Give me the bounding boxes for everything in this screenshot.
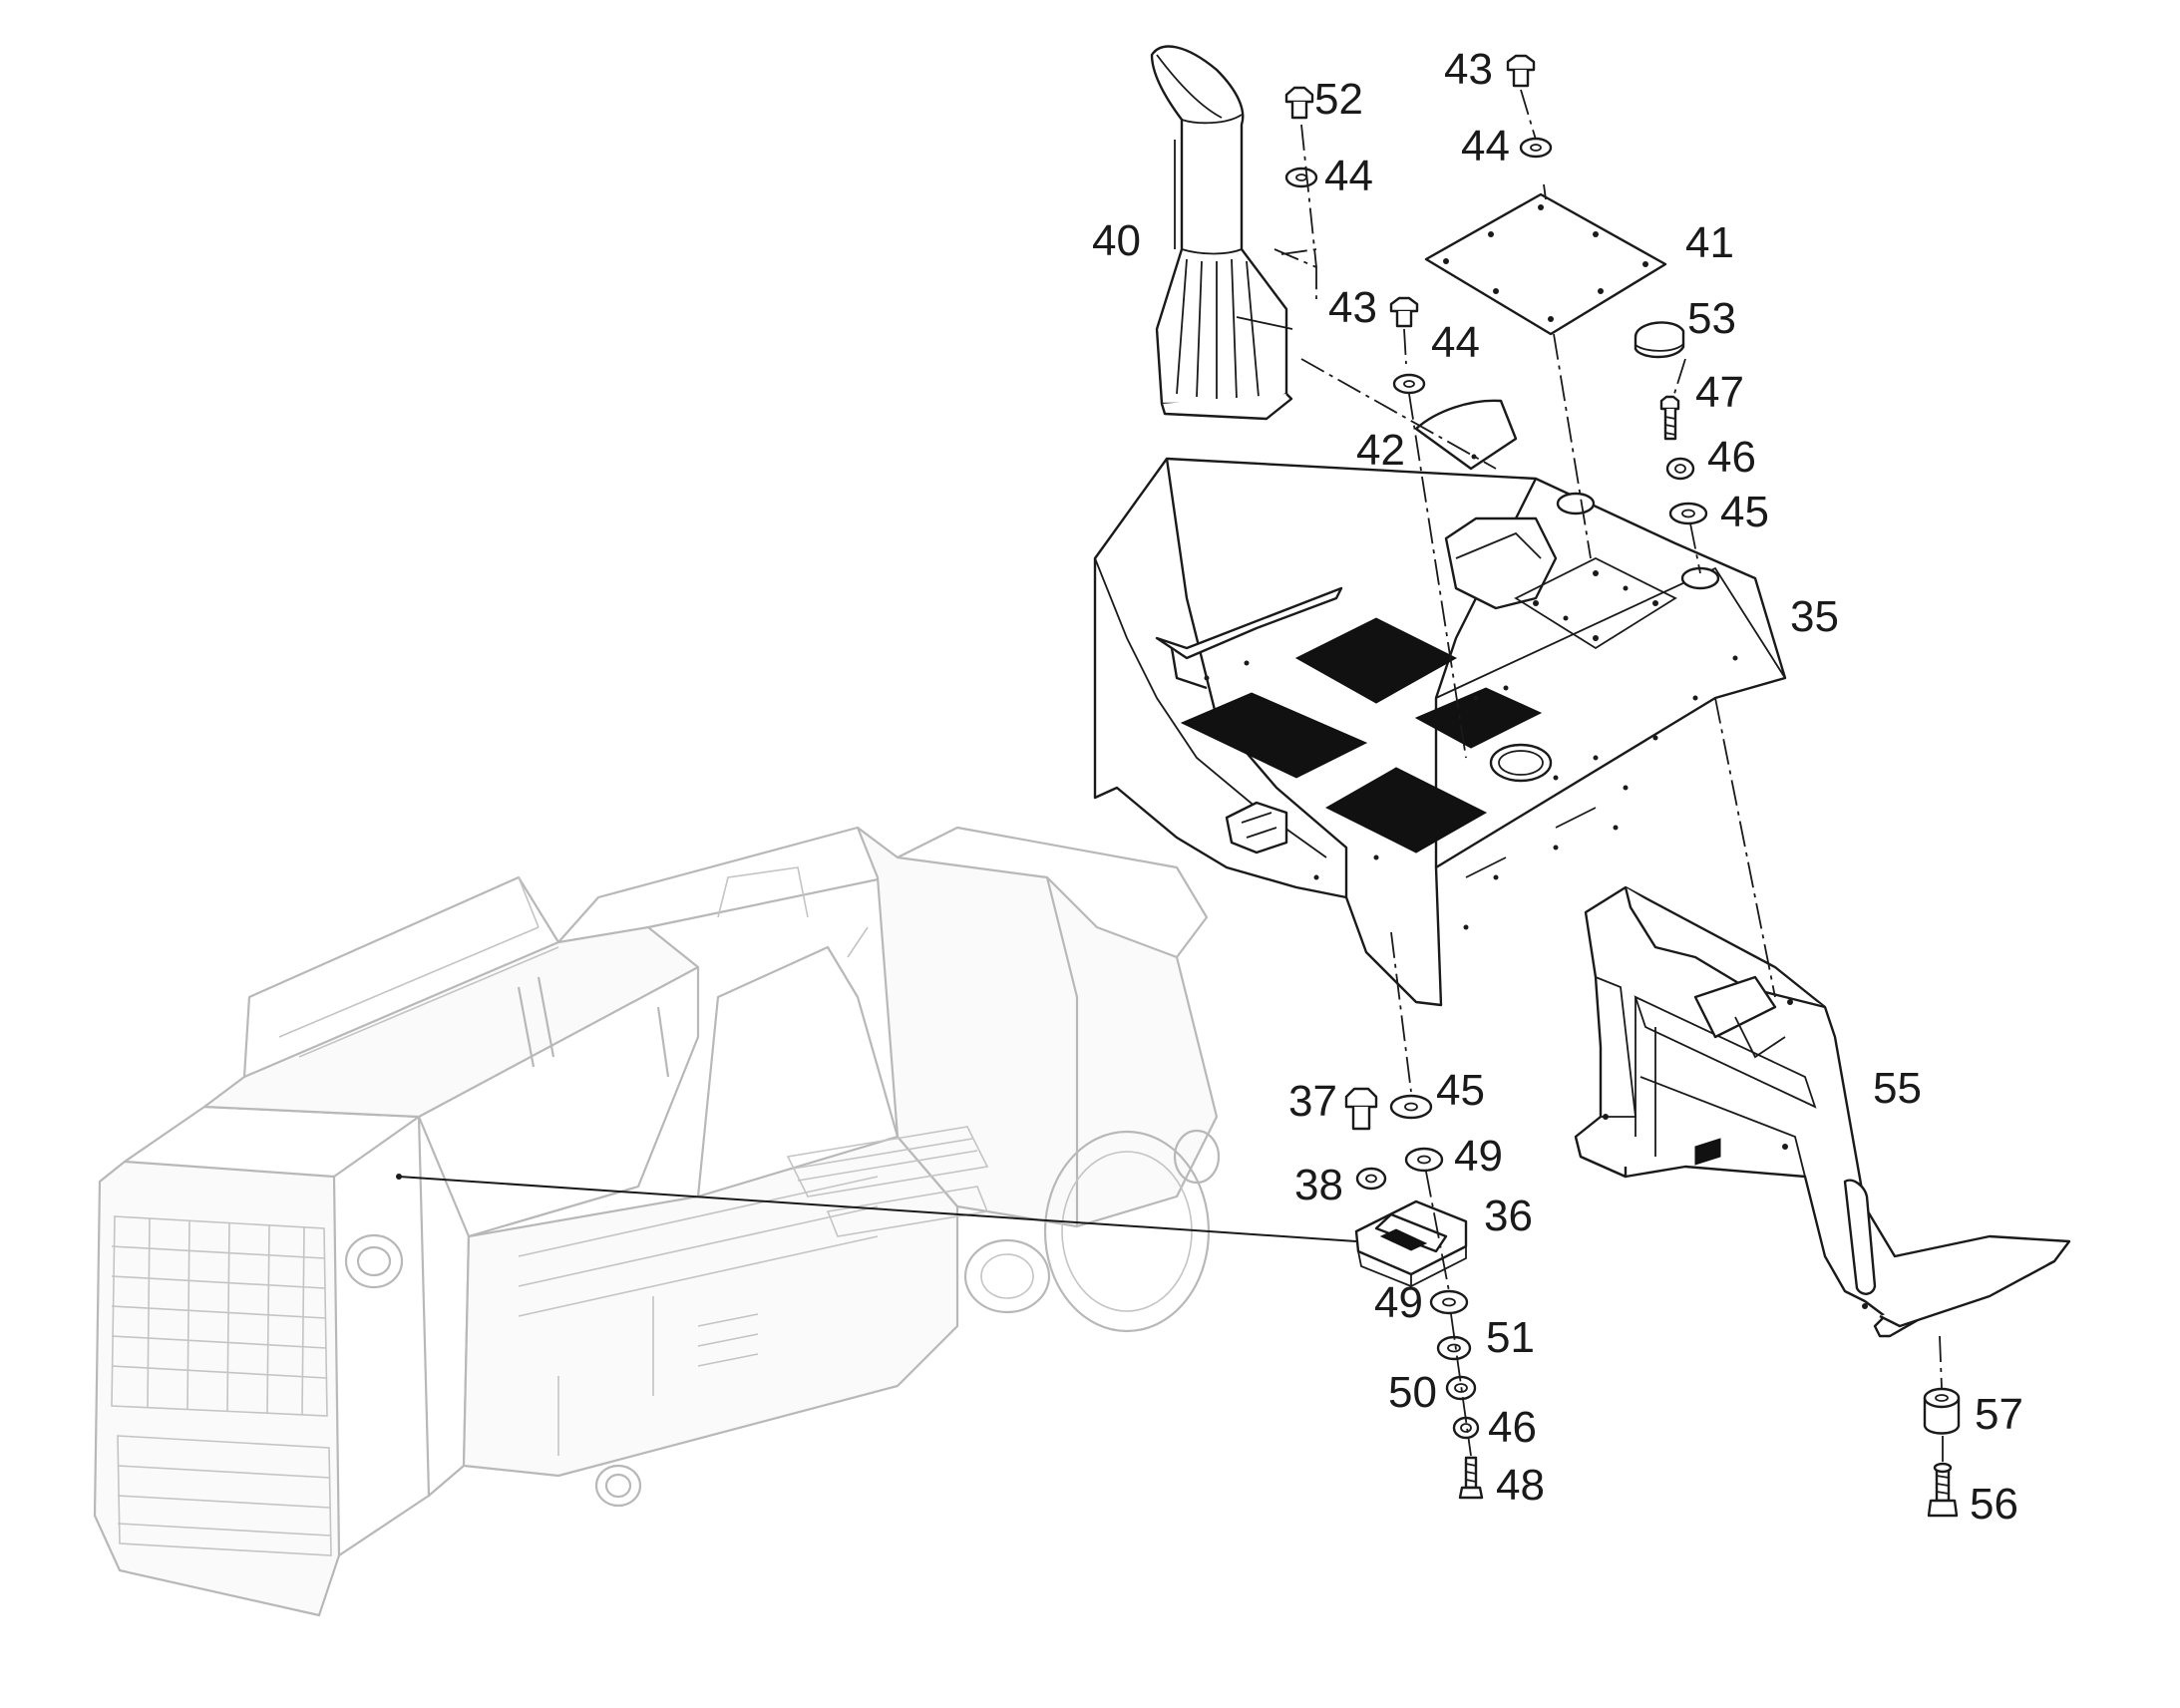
callout-51: 51 — [1486, 1313, 1535, 1362]
part-40-exhaust-hood — [1150, 45, 1293, 421]
mount-fasteners — [1344, 1087, 1484, 1500]
callout-50: 50 — [1388, 1368, 1437, 1417]
callout-52: 52 — [1314, 75, 1363, 124]
callout-46-lower: 46 — [1488, 1403, 1537, 1452]
callout-49-upper: 49 — [1454, 1132, 1503, 1181]
callout-45-top: 45 — [1720, 488, 1769, 536]
callout-37: 37 — [1288, 1077, 1337, 1126]
part-42-flap — [1414, 399, 1518, 471]
part-36-bracket — [1354, 1199, 1468, 1287]
top-fasteners — [1284, 54, 1708, 525]
callout-36: 36 — [1484, 1192, 1533, 1240]
callout-35: 35 — [1790, 592, 1839, 641]
callout-44-top-left: 44 — [1324, 152, 1373, 200]
isolator-fasteners — [1923, 1387, 1961, 1518]
part-53-cap — [1634, 321, 1685, 359]
callout-43-mid: 43 — [1328, 283, 1377, 332]
callout-40: 40 — [1092, 216, 1141, 265]
callout-43-top: 43 — [1444, 45, 1493, 94]
callout-56: 56 — [1970, 1480, 2018, 1529]
callout-38: 38 — [1294, 1161, 1343, 1209]
callout-57: 57 — [1975, 1390, 2023, 1439]
callout-49-lower: 49 — [1374, 1278, 1423, 1327]
callout-53: 53 — [1687, 294, 1736, 343]
callout-55: 55 — [1873, 1064, 1922, 1113]
callout-48: 48 — [1496, 1461, 1545, 1510]
callout-46-top: 46 — [1707, 433, 1756, 482]
part-55-support-frame — [1574, 885, 2071, 1338]
machine-frame-ghost — [93, 826, 1221, 1617]
callout-41: 41 — [1685, 218, 1734, 267]
callout-44-top-right: 44 — [1461, 122, 1510, 171]
assembly-centerlines — [1273, 89, 1944, 1464]
callout-42: 42 — [1356, 426, 1405, 475]
leader-lines — [396, 1174, 1357, 1242]
callout-47: 47 — [1695, 368, 1744, 417]
part-41-cover-plate — [1424, 192, 1667, 336]
part-35-platform — [1093, 457, 1787, 1007]
callout-44-mid: 44 — [1431, 318, 1480, 367]
callout-45-lower: 45 — [1436, 1066, 1485, 1115]
